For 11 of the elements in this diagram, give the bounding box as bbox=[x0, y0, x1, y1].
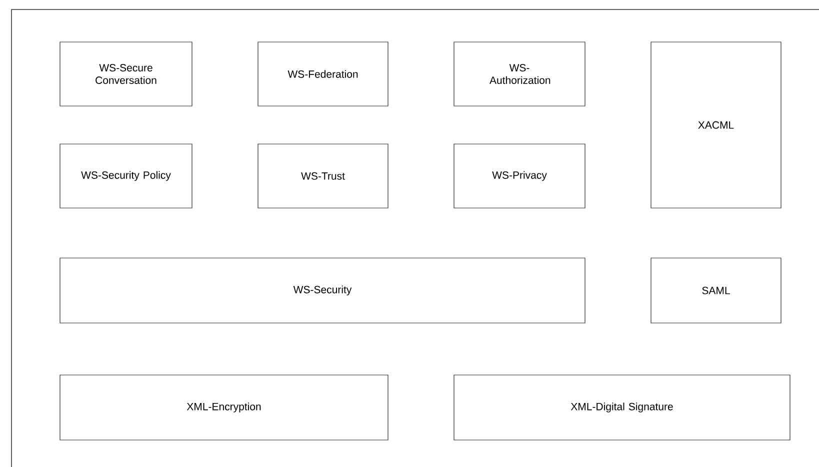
box: SAML bbox=[650, 258, 782, 324]
box: WS-Federation bbox=[258, 42, 388, 106]
box: XACML bbox=[650, 42, 782, 208]
box: WS-Trust bbox=[258, 144, 388, 208]
box: WS-Secure Conversation bbox=[60, 42, 192, 106]
box: WS-Authorization bbox=[454, 42, 586, 106]
box: WS-Security Policy bbox=[60, 144, 192, 208]
box: WS-Security bbox=[60, 258, 586, 324]
box: XML-Digital Signature bbox=[454, 374, 790, 440]
box: XML-Encryption bbox=[60, 374, 388, 440]
box: WS-Privacy bbox=[454, 144, 586, 208]
